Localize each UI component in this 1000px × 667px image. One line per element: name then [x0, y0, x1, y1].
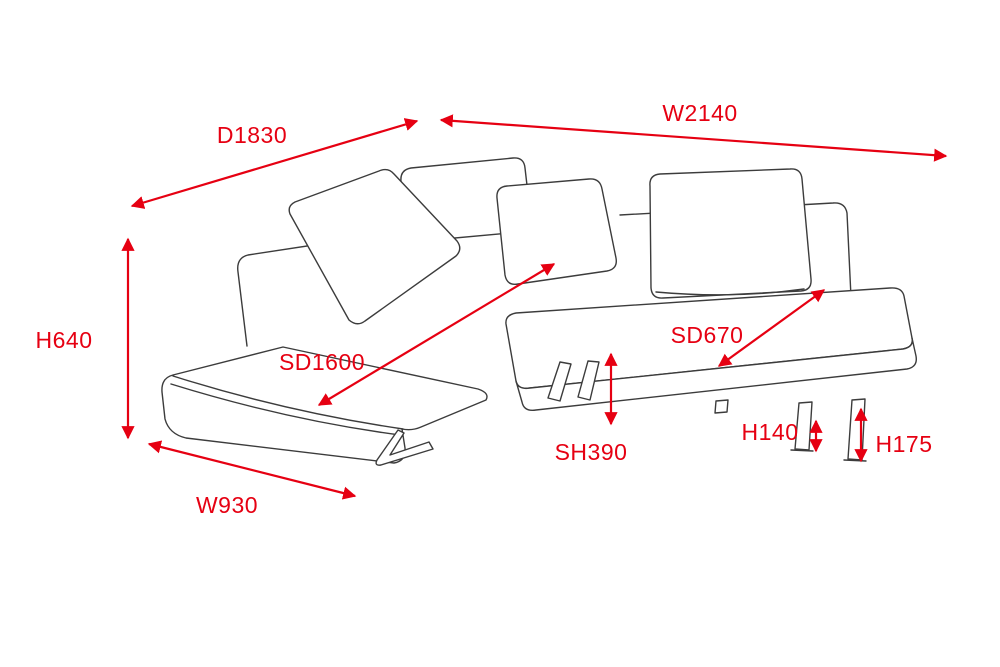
- chaise-width-arrow: [147, 440, 357, 500]
- center-support: [714, 399, 729, 414]
- backrest-rail: [619, 202, 852, 298]
- left-backrest: [237, 240, 341, 347]
- sofa-illustration: [161, 157, 917, 466]
- chaise-leg: [375, 429, 434, 466]
- chaise-seat-depth-arrow: [317, 263, 556, 406]
- main-seat-depth-label: SD670: [670, 322, 744, 348]
- main-seat-depth-arrow: [717, 289, 826, 367]
- under-clearance-label: H140: [741, 419, 799, 445]
- right-leg-2-foot: [843, 459, 867, 462]
- chaise-front-piping: [170, 383, 401, 436]
- chaise-front-edge: [172, 375, 404, 430]
- overall-depth-label: D1830: [216, 122, 288, 148]
- pillow-right: [649, 168, 812, 299]
- corner-leg-2: [577, 360, 600, 401]
- overall-width-arrow: [439, 114, 948, 162]
- overall-width-label: W2140: [662, 100, 738, 126]
- right-leg-2: [847, 398, 866, 461]
- pillow-center: [496, 178, 617, 285]
- leg-height-label: H175: [875, 431, 933, 457]
- right-leg-1: [794, 401, 813, 451]
- dimension-arrows: [121, 114, 948, 500]
- chaise-seat-depth-label: SD1600: [278, 349, 366, 375]
- overall-depth-arrow: [130, 118, 419, 209]
- seat-height-label: SH390: [554, 439, 628, 465]
- overall-height-label: H640: [35, 327, 93, 353]
- chaise-width-label: W930: [195, 492, 259, 518]
- right-leg-1-foot: [790, 449, 814, 452]
